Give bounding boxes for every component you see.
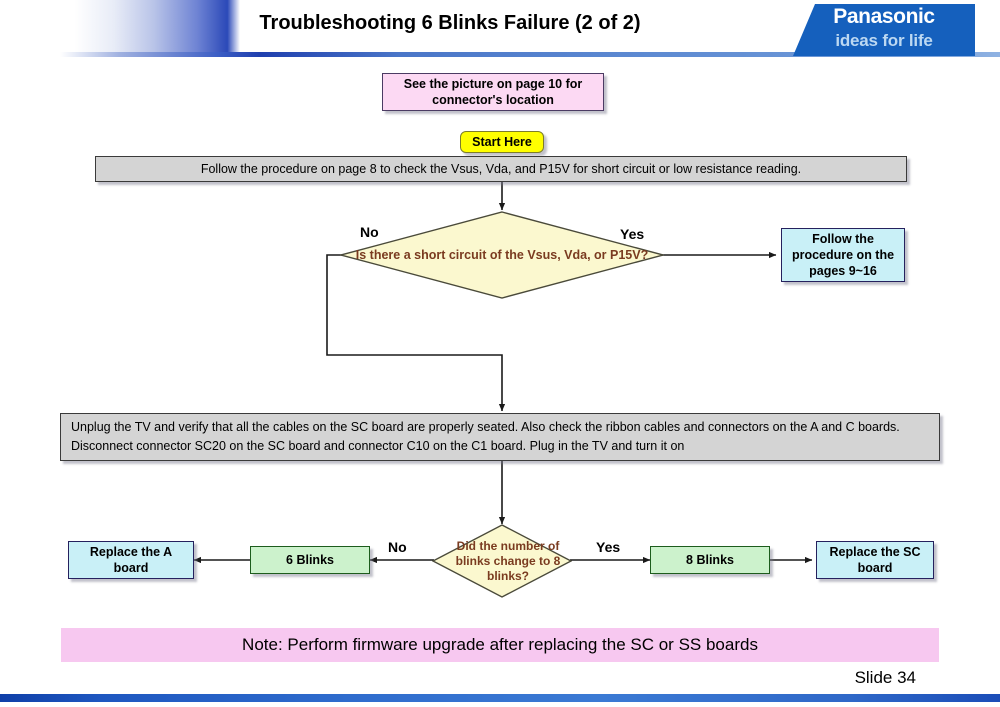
replace-sc-board-text: Replace the SC board [829, 545, 921, 575]
header-divider-rule [0, 52, 1000, 57]
blinks-8-node: 8 Blinks [650, 546, 770, 574]
slide-header: Troubleshooting 6 Blinks Failure (2 of 2… [0, 0, 1000, 60]
result-follow-pages: Follow the procedure on the pages 9~16 [781, 228, 905, 282]
note-firmware-upgrade-text: Note: Perform firmware upgrade after rep… [242, 635, 758, 654]
slide-number: Slide 34 [854, 668, 916, 687]
step-unplug-verify-text: Unplug the TV and verify that all the ca… [71, 420, 900, 453]
panasonic-logo: Panasonic ideas for life [793, 4, 975, 56]
replace-a-board-node: Replace the A board [68, 541, 194, 579]
result-follow-pages-text: Follow the procedure on the pages 9~16 [791, 232, 895, 278]
decision-short-circuit: Is there a short circuit of the Vsus, Vd… [340, 211, 664, 299]
blinks-6-node: 6 Blinks [250, 546, 370, 574]
decision-1-no-label: No [360, 224, 379, 240]
decision-blinks-changed: Did the number of blinks change to 8 bli… [432, 524, 572, 598]
decision-2-yes-label: Yes [596, 539, 621, 555]
page-title: Troubleshooting 6 Blinks Failure (2 of 2… [259, 12, 641, 34]
logo-tagline-text: ideas for life [835, 31, 933, 50]
note-connector-location: See the picture on page 10 for connector… [382, 73, 604, 111]
step-check-voltages: Follow the procedure on page 8 to check … [95, 156, 907, 182]
logo-brand-text: Panasonic [833, 5, 935, 28]
step-check-voltages-text: Follow the procedure on page 8 to check … [200, 161, 802, 176]
replace-a-board-text: Replace the A board [89, 545, 173, 575]
decision-1-yes-label: Yes [620, 226, 645, 242]
start-here-text: Start Here [472, 135, 532, 149]
note-connector-location-text: See the picture on page 10 for connector… [403, 77, 583, 107]
header-gradient-accent [60, 0, 240, 52]
replace-sc-board-node: Replace the SC board [816, 541, 934, 579]
note-firmware-upgrade: Note: Perform firmware upgrade after rep… [61, 628, 939, 662]
blinks-8-text: 8 Blinks [686, 553, 734, 567]
decision-2-no-label: No [388, 539, 407, 555]
step-unplug-verify: Unplug the TV and verify that all the ca… [60, 413, 940, 461]
blinks-6-text: 6 Blinks [286, 553, 334, 567]
start-here-badge: Start Here [460, 131, 544, 153]
logo-background-shape [793, 4, 975, 56]
footer-divider-rule [0, 694, 1000, 702]
